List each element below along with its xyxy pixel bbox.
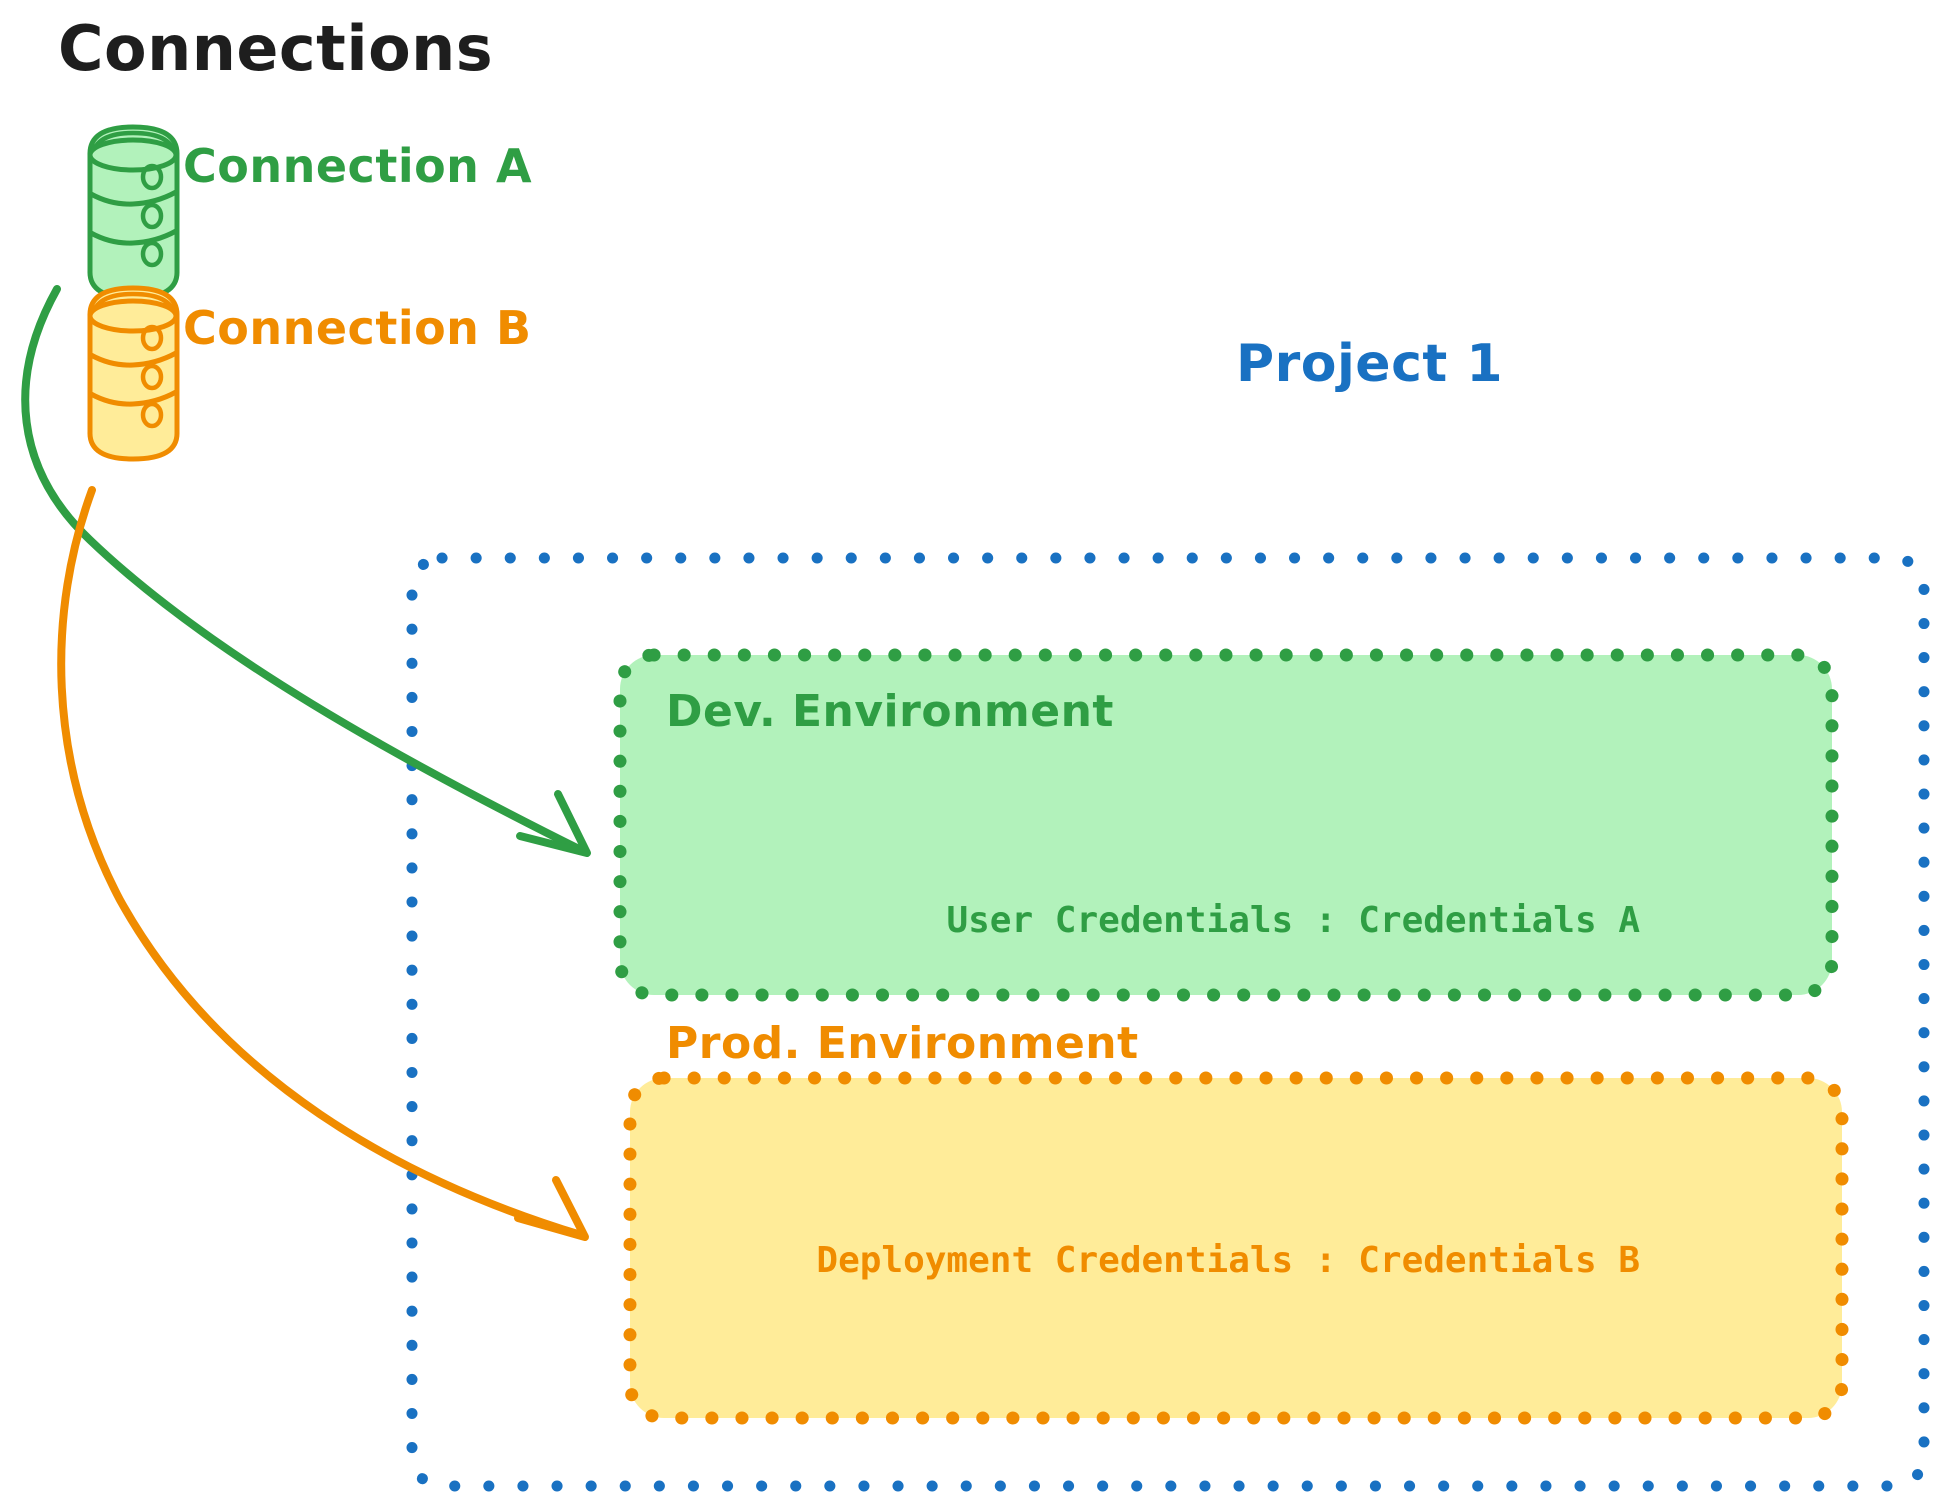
arrow-connection-a-to-dev-environment — [21, 285, 591, 857]
prod-environment-title: Prod. Environment — [666, 1018, 1139, 1069]
connection-b-label: Connection B — [183, 301, 532, 355]
prod-environment-box[interactable] — [623, 1071, 1849, 1425]
connection-a-label: Connection A — [183, 139, 533, 193]
dev-environment-credentials: User Credentials : Credentials A — [946, 900, 1640, 941]
prod-environment-credentials: Deployment Credentials : Credentials B — [816, 1240, 1640, 1281]
connection-a-database-icon[interactable] — [87, 124, 180, 301]
arrow-connection-b-to-prod-environment — [57, 486, 589, 1241]
project-title: Project 1 — [1236, 334, 1504, 394]
dev-environment-box[interactable] — [613, 648, 1839, 1002]
dev-environment-title: Dev. Environment — [666, 686, 1114, 737]
connection-b-database-icon[interactable] — [87, 285, 180, 462]
project-container-border — [406, 552, 1930, 1492]
page-title: Connections — [58, 12, 494, 85]
